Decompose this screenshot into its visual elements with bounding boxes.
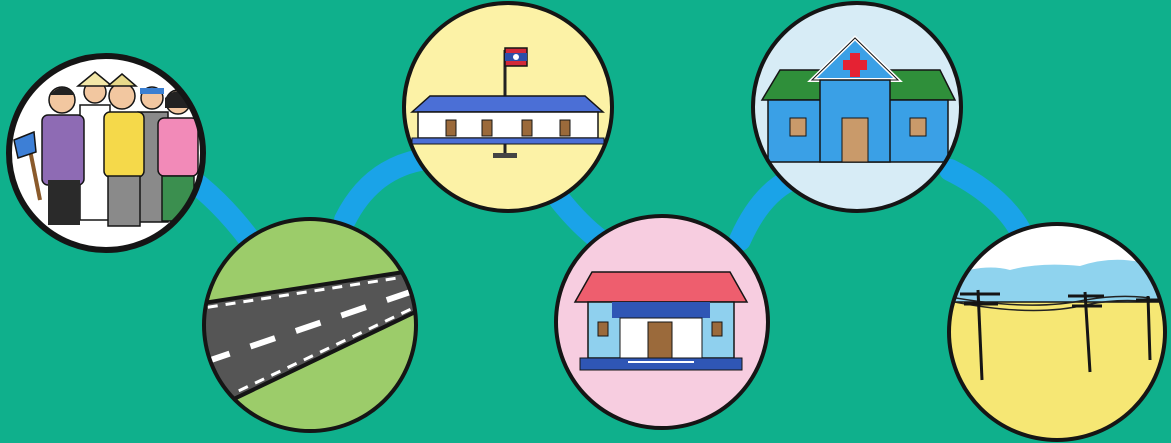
clinic-medallion xyxy=(753,3,961,211)
house-icon xyxy=(575,272,747,370)
house-medallion xyxy=(556,216,768,428)
school-medallion xyxy=(404,3,612,211)
road-medallion xyxy=(190,219,430,431)
power-medallion xyxy=(940,220,1171,440)
people-medallion xyxy=(9,56,203,250)
